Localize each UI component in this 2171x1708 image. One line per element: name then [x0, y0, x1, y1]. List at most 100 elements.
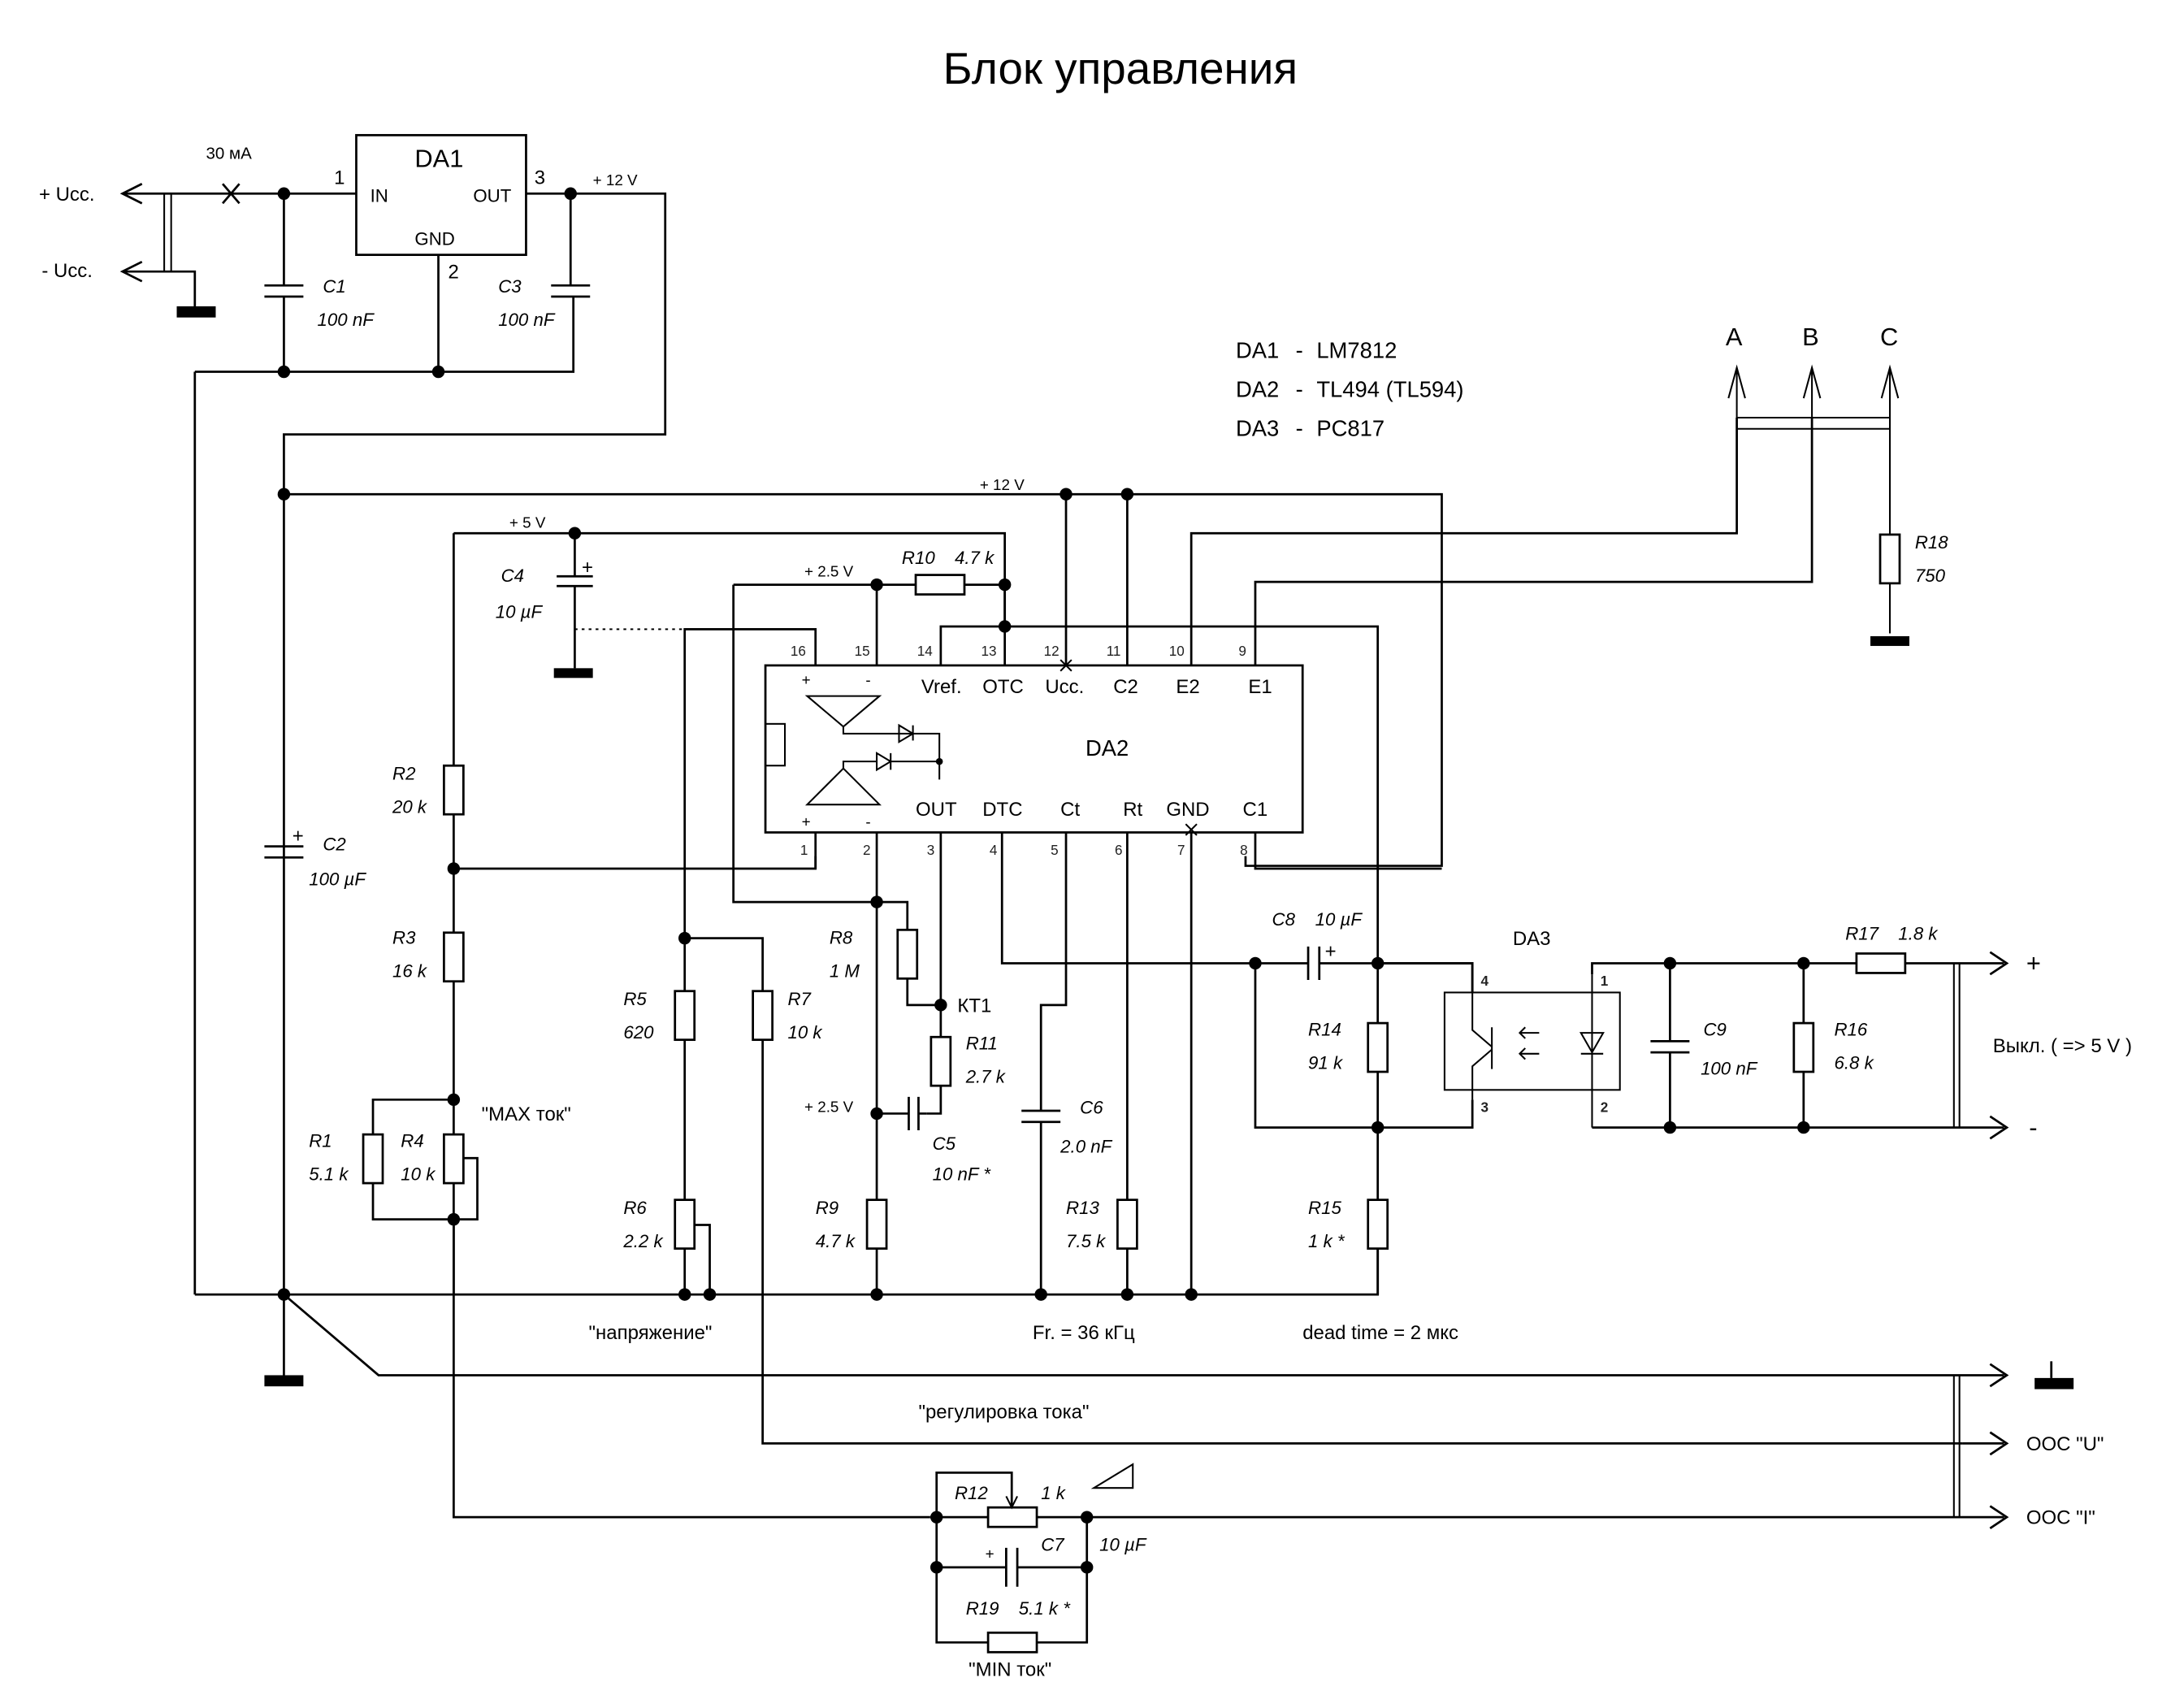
ground-symbol-icon: [1870, 635, 1909, 646]
r19-ref: R19: [966, 1598, 999, 1619]
feedback-outputs: "регулировка тока" ООС "U" ООС "I" R12 1…: [918, 1361, 2104, 1680]
output-a-label: A: [1726, 323, 1743, 351]
parts-list-part-3: PC817: [1316, 415, 1384, 440]
r11-value: 2.7 k: [965, 1067, 1007, 1087]
min-current-label: "MIN ток": [968, 1658, 1051, 1680]
c8-plus: +: [1325, 941, 1337, 963]
r1-ref: R1: [309, 1131, 332, 1151]
da2-label-rt: Rt: [1123, 799, 1142, 821]
ground-symbol-icon: [264, 1375, 304, 1387]
r12-ref: R12: [955, 1483, 988, 1503]
r5-value: 620: [623, 1022, 654, 1043]
fuse-cross-icon: [222, 183, 240, 205]
da2-label-vref: Vref.: [921, 676, 962, 698]
fuse-rating-label: 30 мА: [206, 144, 252, 163]
oscillator: C6 2.0 nF R13 7.5 k Fr. = 36 кГц: [1021, 1097, 1138, 1344]
rail-2v5-label-top: + 2.5 V: [804, 562, 854, 579]
c4-plus: +: [582, 557, 593, 579]
trimmer-wedge-icon: [1090, 1463, 1134, 1489]
da3-pin-1: 1: [1601, 973, 1609, 989]
ground-output-arrow-icon: [1989, 1363, 2009, 1388]
parts-list-part-1: LM7812: [1316, 337, 1397, 362]
r17-value: 1.8 k: [1898, 923, 1939, 943]
off-plus-label: +: [2026, 949, 2041, 978]
da1-name: DA1: [414, 145, 463, 173]
r3-value: 16 k: [392, 961, 428, 982]
da2-amp2-minus: -: [865, 813, 870, 830]
c3-value: 100 nF: [498, 310, 556, 330]
r14-ref: R14: [1308, 1020, 1341, 1040]
r14-value: 91 k: [1308, 1053, 1344, 1073]
r9-value: 4.7 k: [816, 1231, 856, 1251]
max-current-block: R1 5.1 k R4 10 k "MAX ток": [309, 1093, 930, 1519]
c9-ref: C9: [1703, 1020, 1726, 1040]
schematic-title: Блок управления: [943, 43, 1298, 93]
c5-value: 10 nF *: [933, 1164, 992, 1185]
da1-pin-num-out: 3: [535, 167, 545, 189]
ooc-i-label: ООС "I": [2026, 1507, 2095, 1529]
ooc-i-arrow-icon: [1989, 1505, 2009, 1530]
c7-plus: +: [986, 1545, 994, 1563]
rail-2v5-label: + 2.5 V: [804, 1099, 854, 1116]
c2-ref: C2: [323, 834, 346, 855]
parts-list: DA1 - LM7812 DA2 - TL494 (TL594) DA3 - P…: [1236, 337, 1464, 440]
r16-ref: R16: [1834, 1020, 1867, 1040]
output-a-arrow-icon: [1727, 364, 1746, 418]
voltage-feedback: R5 620 R7 10 k R6 2.2 k "напряжение": [589, 931, 1963, 1445]
da1-regulator: [355, 133, 527, 257]
output-b-label: B: [1802, 323, 1819, 351]
da1-pin-gnd: GND: [414, 229, 454, 249]
da3-name: DA3: [1513, 928, 1551, 950]
c9-value: 100 nF: [1701, 1058, 1758, 1078]
da2-pin-5: 5: [1051, 843, 1059, 858]
r10-ref: R10: [902, 548, 935, 568]
c8-ref: C8: [1272, 909, 1296, 930]
parts-list-ref-1: DA1: [1236, 337, 1279, 362]
da2-pin-13: 13: [982, 644, 997, 659]
da2-amp2-plus: +: [802, 813, 811, 830]
da1-pin-in: IN: [370, 186, 388, 206]
r7-ref: R7: [787, 989, 812, 1009]
output-b-arrow-icon: [1802, 364, 1822, 418]
da2-label-gnd: GND: [1166, 799, 1209, 821]
r16-value: 6.8 k: [1834, 1053, 1874, 1073]
c1-ref: C1: [323, 276, 345, 297]
da2-pin-11: 11: [1107, 644, 1121, 659]
r17-ref: R17: [1845, 923, 1879, 943]
ground-symbol-icon: [2034, 1377, 2074, 1389]
r3-ref: R3: [392, 927, 416, 947]
da2-label-out: OUT: [916, 799, 957, 821]
da2-pin-9: 9: [1238, 644, 1246, 659]
r18-value: 750: [1915, 566, 1946, 586]
da2-pin-6: 6: [1115, 843, 1123, 858]
da2-amp1-minus: -: [865, 671, 870, 688]
da2-pin-14: 14: [917, 644, 934, 659]
abc-outputs: A B C R18 750: [1726, 323, 1948, 646]
rail-12v-label-top: + 12 V: [593, 171, 638, 189]
parts-list-ref-2: DA2: [1236, 376, 1279, 401]
da3-optocoupler: DA3 4 3 1 2: [1377, 928, 2004, 1129]
dead-time-block: + C8 10 µF R14 91 k R15 1 k * dead time …: [1249, 909, 1474, 1344]
ground-bus: [194, 1248, 2004, 1387]
da2-pin-2: 2: [863, 843, 871, 858]
rail-12v: + 12 V + C2 100 µF: [264, 476, 1443, 890]
c6-ref: C6: [1080, 1097, 1103, 1117]
parts-list-dash-3: -: [1296, 415, 1303, 440]
ooc-u-arrow-icon: [1989, 1431, 2009, 1456]
r4-ref: R4: [401, 1131, 423, 1151]
r13-ref: R13: [1066, 1198, 1099, 1218]
parts-list-dash-1: -: [1296, 337, 1303, 362]
r6-value: 2.2 k: [622, 1231, 664, 1251]
c3-ref: C3: [498, 276, 522, 297]
da1-pin-num-gnd: 2: [448, 262, 459, 284]
testpoint-kt1-label: КТ1: [957, 995, 991, 1017]
ground-symbol-icon: [176, 306, 216, 318]
off-plus-arrow-icon: [1989, 951, 2009, 976]
rail-12v-label: + 12 V: [980, 476, 1025, 493]
da2-pin-8: 8: [1240, 843, 1248, 858]
ooc-u-label: ООС "U": [2026, 1433, 2104, 1455]
da2-label-c2: C2: [1113, 676, 1138, 698]
c7-value: 10 µF: [1099, 1534, 1147, 1554]
r4-value: 10 k: [401, 1164, 436, 1185]
